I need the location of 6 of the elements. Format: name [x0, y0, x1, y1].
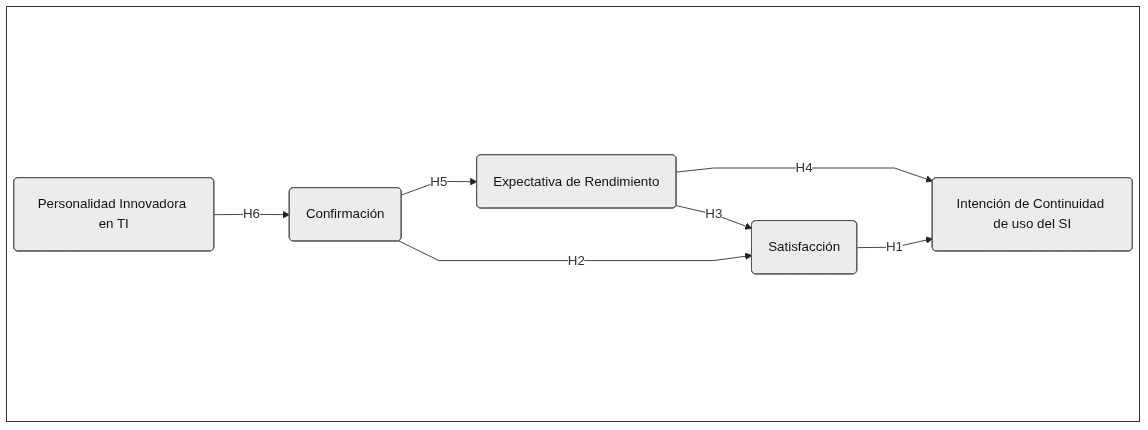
- edge-label: H6: [242, 206, 261, 221]
- edge-label: H3: [705, 206, 723, 221]
- edge-label: H1: [885, 239, 904, 254]
- edge-label: H5: [430, 173, 448, 188]
- edge-label: H2: [567, 252, 585, 267]
- edge-label: H4: [795, 160, 813, 175]
